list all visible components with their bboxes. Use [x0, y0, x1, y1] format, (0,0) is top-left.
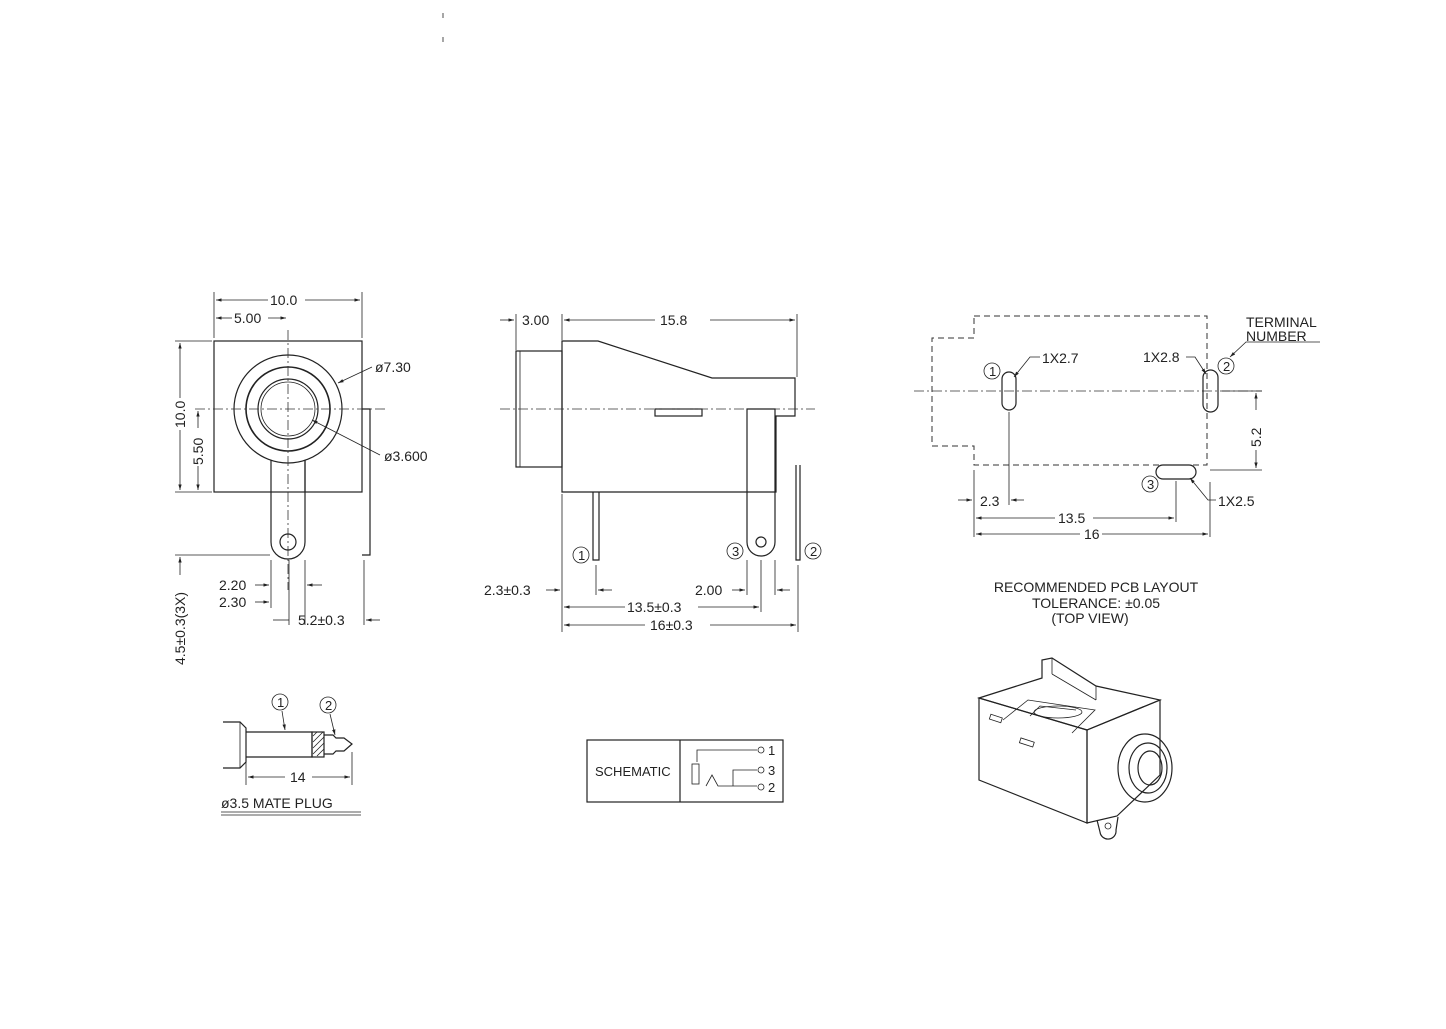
pcb-slot-3: [1155, 464, 1197, 480]
pcb-callout-number: NUMBER: [1246, 328, 1307, 344]
pcb-slot-3-size: 1X2.5: [1218, 493, 1255, 509]
plug-tip: [324, 734, 353, 755]
pcb-dim-span: 13.5: [1058, 510, 1085, 526]
plug-handle: [223, 721, 247, 769]
pcb-callout-terminal: TERMINAL: [1246, 314, 1317, 330]
pcb-slot-1-size: 1X2.7: [1042, 350, 1079, 366]
side-pin-plate: [362, 408, 371, 556]
pcb-dim-vertical: 5.2: [1248, 427, 1264, 447]
pcb-dim-offset: 2.3: [980, 493, 1000, 509]
dim-outer-diameter: ø7.30: [375, 359, 411, 375]
iso-barrel: [1117, 733, 1173, 803]
schematic-box: [586, 739, 784, 803]
dim-front-width: 10.0: [270, 292, 297, 308]
side-terminal-2: 2: [810, 544, 817, 559]
side-pin-1: [592, 492, 600, 561]
side-terminal-3: 3: [732, 544, 739, 559]
dim-pin-length: 4.5±0.3(3X): [172, 592, 188, 665]
side-slot: [654, 408, 703, 417]
pcb-slot-1: [1001, 371, 1017, 411]
side-terminal-1: 1: [578, 548, 585, 563]
side-pin-3: [746, 408, 776, 557]
schematic-pin-3: 3: [768, 763, 775, 778]
dim-side-pin-gap: 2.00: [695, 582, 722, 598]
dim-pin-width-b: 2.30: [219, 594, 246, 610]
iso-top-face: [976, 657, 1163, 731]
schematic: SCHEMATIC 1 3 2: [586, 739, 784, 803]
dim-inner-diameter: ø3.600: [384, 448, 428, 464]
pcb-slot-2: [1202, 369, 1219, 413]
dim-front-height: 10.0: [172, 401, 188, 428]
pcb-terminal-1: 1: [989, 364, 996, 379]
side-pin-2: [795, 465, 801, 561]
iso-pin-tab: [1096, 816, 1119, 840]
pcb-layout: 1 2 3 1X2.7 1X2.8 1X2.5 TERMINAL NUMBER …: [914, 314, 1320, 626]
pcb-title-line2: TOLERANCE: ±0.05: [1032, 595, 1160, 611]
pcb-terminal-3: 3: [1147, 477, 1154, 492]
schematic-pin-2: 2: [768, 780, 775, 795]
dim-side-pin-offset: 2.3±0.3: [484, 582, 531, 598]
dim-side-pin-span: 13.5±0.3: [627, 599, 682, 615]
pcb-dim-total: 16: [1084, 526, 1100, 542]
dim-side-overall: 16±0.3: [650, 617, 693, 633]
pcb-slot-2-size: 1X2.8: [1143, 349, 1180, 365]
plug-ring: [311, 731, 325, 758]
plug-terminal-1: 1: [277, 695, 284, 710]
mate-plug: 1 2 14 ø3.5 MATE PLUG: [221, 693, 361, 816]
schematic-pin-1: 1: [768, 743, 775, 758]
dim-front-center-height: 5.50: [190, 438, 206, 465]
plug-sleeve: [246, 731, 313, 758]
plug-title: ø3.5 MATE PLUG: [221, 795, 333, 811]
side-view: 1 3 2 3.00 15.8 2.3±0.3 2.00 13.5±0.3: [484, 312, 822, 633]
pcb-title-line1: RECOMMENDED PCB LAYOUT: [994, 579, 1199, 595]
schematic-label: SCHEMATIC: [595, 764, 671, 779]
isometric-view: [976, 657, 1173, 840]
dim-pin-width-a: 2.20: [219, 577, 246, 593]
dim-pin-pitch: 5.2±0.3: [298, 612, 345, 628]
iso-side-face: [1086, 699, 1161, 824]
pcb-title-line3: (TOP VIEW): [1051, 610, 1128, 626]
front-view: 10.0 5.00 ø7.30 ø3.600 10.0 5.50 4.5±0.3…: [172, 292, 428, 665]
dim-front-half-width: 5.00: [234, 310, 261, 326]
plug-terminal-2: 2: [325, 698, 332, 713]
pcb-terminal-2: 2: [1223, 359, 1230, 374]
bottom-pin: [270, 460, 306, 560]
plug-dim-length: 14: [290, 769, 306, 785]
dim-side-nose: 3.00: [522, 312, 549, 328]
dim-side-body: 15.8: [660, 312, 687, 328]
side-body-outline: [561, 340, 796, 493]
pcb-outline: [931, 315, 1208, 466]
